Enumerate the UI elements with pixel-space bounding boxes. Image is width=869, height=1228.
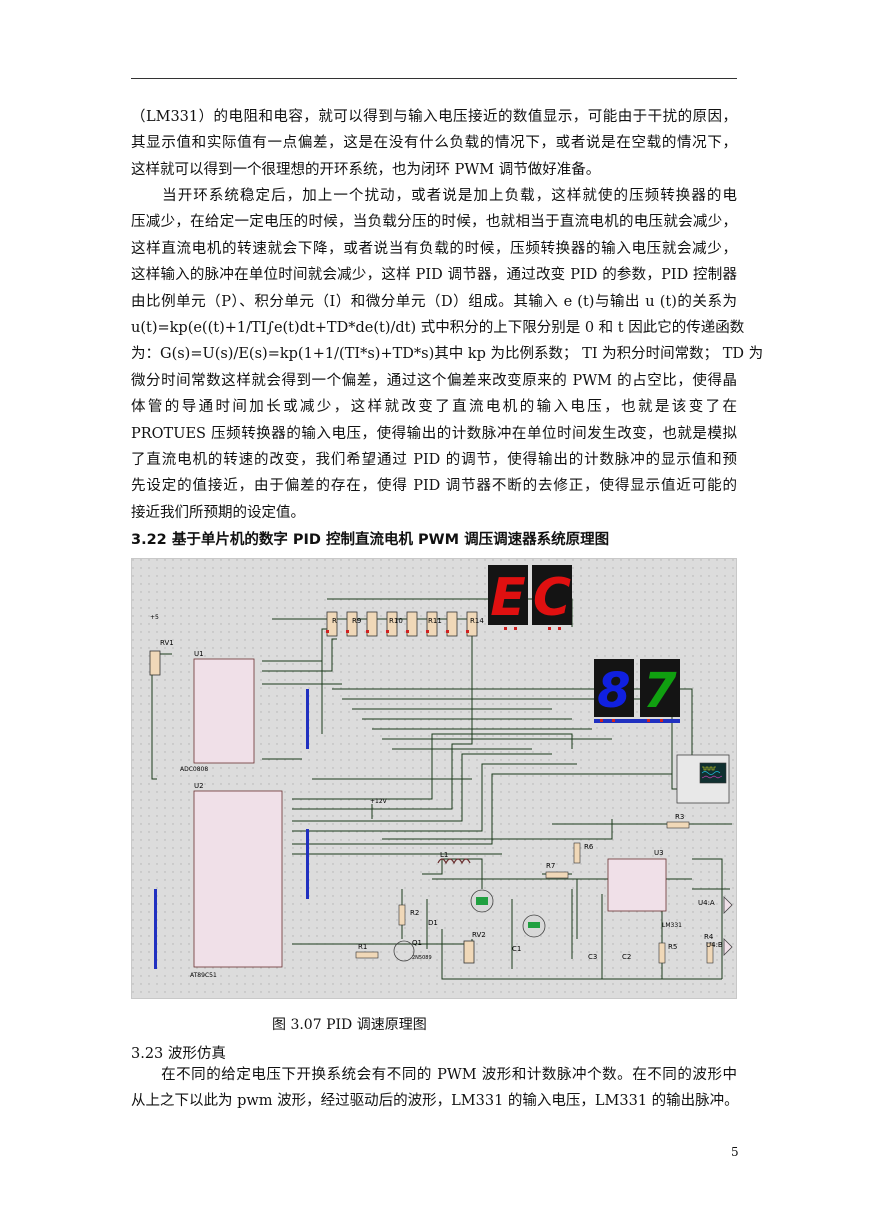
- r1-label: R1: [358, 943, 367, 951]
- vcc5-label: +5: [150, 614, 159, 621]
- resistor-label-r9: R9: [352, 617, 361, 625]
- dc-motor: [470, 889, 494, 913]
- u1-label: U1: [194, 650, 204, 658]
- paragraph-3: 在不同的给定电压下开换系统会有不同的 PWM 波形和计数脉冲个数。在不同的波形中…: [131, 1062, 739, 1115]
- u2-label: U2: [194, 782, 204, 790]
- text-line: 这样输入的脉冲在单位时间就会减少，这样 PID 调节器，通过改变 PID 的参数…: [131, 267, 737, 284]
- r6-label: R6: [584, 843, 594, 851]
- text-line: 了直流电机的转速的改变，我们希望通过 PID 的调节，使得输出的计数脉冲的显示值…: [131, 452, 737, 469]
- c1-label: C1: [512, 945, 521, 953]
- c3-label: C3: [588, 953, 597, 961]
- text-line: PROTUES 压频转换器的输入电压，使得输出的计数脉冲在单位时间发生改变，也就…: [131, 425, 737, 442]
- u2-mcu-chip: U2 AT89C51: [190, 782, 283, 979]
- text-line: u(t)=kp(e((t)+1/TI∫e(t)dt+TD*de(t)/dt) 式…: [131, 320, 745, 337]
- header-rule: [131, 78, 737, 79]
- text-line: 体管的导通时间加长或减少，这样就改变了直流电机的输入电压，也就是该变了在: [131, 399, 737, 416]
- schematic-diagram: R R9 R10 R11 R14 E C 8 7 RV1 +5: [132, 559, 736, 998]
- r3-label: R3: [675, 813, 684, 821]
- resistor-network: R R9 R10 R11 R14: [326, 611, 484, 637]
- figure-caption: 图 3.07 PID 调速原理图: [272, 1017, 427, 1033]
- seven-seg-blue-green: 8 7: [594, 659, 680, 723]
- resistor-label-r11: R11: [428, 617, 442, 625]
- inductor-l1: L1: [437, 851, 471, 865]
- text-line: 由比例单元（P）、积分单元（I）和微分单元（D）组成。其输入 e (t)与输出 …: [131, 293, 737, 310]
- voltmeter: [522, 914, 546, 938]
- subsection-heading: 3.23 波形仿真: [131, 1046, 226, 1062]
- u1-part-label: ADC0808: [180, 766, 208, 773]
- text-line: （LM331）的电阻和电容，就可以得到与输入电压接近的数值显示，可能由于干扰的原…: [131, 109, 737, 125]
- resistor-label: R: [332, 617, 337, 625]
- u2-part-label: AT89C51: [190, 972, 217, 979]
- u1-adc-chip: U1 ADC0808: [180, 650, 255, 773]
- r4-label: R4: [704, 933, 714, 941]
- pin-markers: [326, 627, 663, 722]
- svg-text:7: 7: [643, 663, 677, 719]
- resistor-label-r10: R10: [389, 617, 403, 625]
- q1-part-label: 2N5089: [412, 955, 432, 961]
- rv2-label: RV2: [472, 931, 486, 939]
- u3-label: U3: [654, 849, 664, 857]
- section-heading: 3.22 基于单片机的数字 PID 控制直流电机 PWM 调压调速器系统原理图: [131, 532, 610, 548]
- display-digit-1: E: [490, 568, 526, 628]
- u4b-label: U4:B: [706, 941, 723, 949]
- passive-components: R1 R2 R3 R4 R5 R6 R7 D1 C1 C2 C3 +12V: [355, 798, 714, 964]
- text-line: 这样就可以得到一个很理想的开环系统，也为闭环 PWM 调节做好准备。: [131, 161, 601, 178]
- u3-part-label: LM331: [662, 922, 682, 929]
- rv1-label: RV1: [160, 639, 174, 647]
- q1-label: Q1: [412, 939, 422, 947]
- text-line: 在不同的给定电压下开换系统会有不同的 PWM 波形和计数脉冲个数。在不同的波形中: [131, 1067, 737, 1083]
- c2-label: C2: [622, 953, 631, 961]
- vcc12-label: +12V: [370, 798, 388, 805]
- r7-label: R7: [546, 862, 555, 870]
- u4a-label: U4:A: [698, 899, 715, 907]
- text-line: 从上之下以此为 pwm 波形，经过驱动后的波形，LM331 的输入电压，LM33…: [131, 1093, 739, 1110]
- oscilloscope: [676, 754, 730, 804]
- text-line: 接近我们所预期的设定值。: [131, 504, 305, 521]
- display-digit-2: C: [533, 568, 571, 628]
- text-line: 当开环系统稳定后，加上一个扰动，或者说是加上负载，这样就使的压频转换器的电: [131, 188, 737, 204]
- opamp-u4: U4:A U4:B: [698, 896, 733, 956]
- l1-label: L1: [440, 851, 448, 859]
- paragraph-1: （LM331）的电阻和电容，就可以得到与输入电压接近的数值显示，可能由于干扰的原…: [131, 104, 737, 183]
- rv2-pot: RV2: [463, 931, 486, 964]
- seven-seg-red: E C: [488, 565, 572, 628]
- schematic-figure: R R9 R10 R11 R14 E C 8 7 RV1 +5: [131, 558, 737, 999]
- transistor-q1: Q1 2N5089: [393, 939, 432, 962]
- r5-label: R5: [668, 943, 677, 951]
- resistor-label-r14: R14: [470, 617, 484, 625]
- d1-label: D1: [428, 919, 438, 927]
- u3-lm331-chip: U3 LM331: [607, 849, 682, 929]
- text-line: 这样直流电机的转速就会下降，或者说当有负载的时候，压频转换器的输入电压就会减少，: [131, 240, 737, 257]
- text-line: 微分时间常数这样就会得到一个偏差，通过这个偏差来改变原来的 PWM 的占空比，使…: [131, 372, 737, 389]
- text-line: 其显示值和实际值有一点偏差，这是在没有什么负载的情况下，或者说是在空载的情况下，: [131, 135, 737, 152]
- paragraph-2: 当开环系统稳定后，加上一个扰动，或者说是加上负载，这样就使的压频转换器的电 压减…: [131, 183, 764, 526]
- svg-text:8: 8: [597, 663, 630, 719]
- text-line: 先设定的值接近，由于偏差的存在，使得 PID 调节器不断的去修正，使得显示值近可…: [131, 478, 737, 495]
- rv1-pot: RV1 +5: [149, 614, 174, 676]
- page-number: 5: [731, 1145, 739, 1159]
- text-line: 压减少，在给定一定电压的时候，当负载分压的时候，也就相当于直流电机的电压就会减少…: [131, 214, 737, 231]
- r2-label: R2: [410, 909, 419, 917]
- text-line: 为：G(s)=U(s)/E(s)=kp(1+1/(TI*s)+TD*s)其中 k…: [131, 346, 764, 363]
